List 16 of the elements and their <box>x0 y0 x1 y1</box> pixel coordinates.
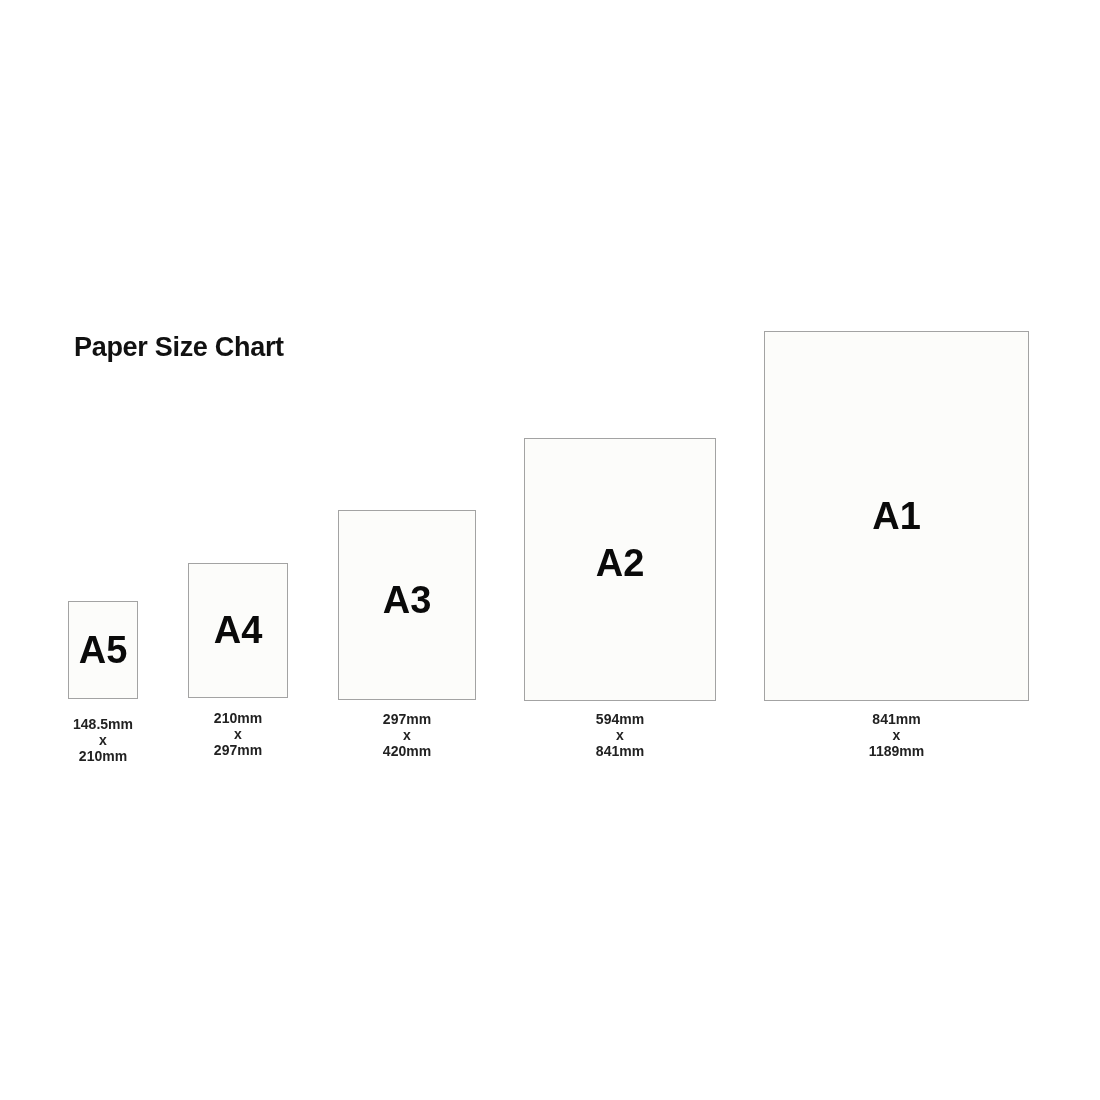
paper-sheet <box>188 563 288 698</box>
size-label: A4 <box>212 611 264 649</box>
chart-title: Paper Size Chart <box>74 331 284 364</box>
dimension-text: 594mm x 841mm <box>595 711 645 759</box>
paper-sheet <box>68 601 138 699</box>
size-label: A3 <box>381 580 433 619</box>
size-label: A1 <box>871 496 922 535</box>
size-label: A2 <box>594 544 646 582</box>
size-label: A5 <box>77 630 129 669</box>
paper-sheet <box>338 510 476 700</box>
dimension-text: 841mm x 1189mm <box>868 711 925 759</box>
paper-sheet <box>764 331 1029 701</box>
dimension-text: 210mm x 297mm <box>213 710 263 758</box>
paper-sheet <box>524 438 716 701</box>
dimension-text: 297mm x 420mm <box>382 711 432 759</box>
dimension-text: 148.5mm x 210mm <box>73 716 133 764</box>
